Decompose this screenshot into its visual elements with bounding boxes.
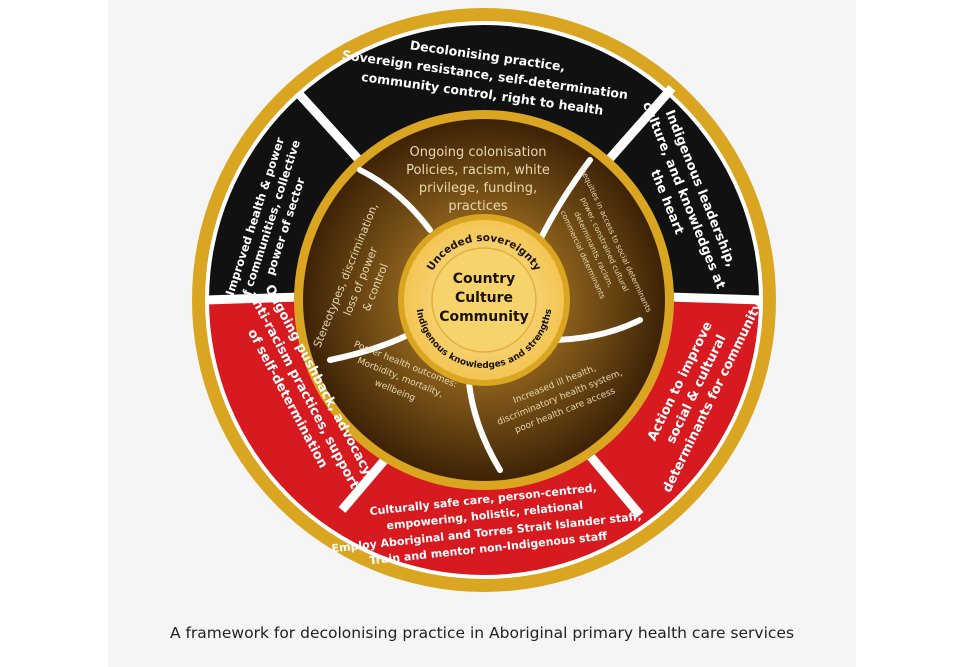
center-line-1: Country <box>453 271 516 287</box>
svg-text:practices: practices <box>448 199 508 214</box>
figure-caption: A framework for decolonising practice in… <box>169 624 795 642</box>
svg-text:privilege, funding,: privilege, funding, <box>419 181 537 196</box>
svg-text:Policies, racism, white: Policies, racism, white <box>406 163 550 178</box>
center-line-2: Culture <box>455 290 513 306</box>
svg-text:Ongoing colonisation: Ongoing colonisation <box>409 145 546 160</box>
decolonising-framework-diagram: Unceded sovereignty Indigenous knowledge… <box>192 8 776 592</box>
inner-text-top: Ongoing colonisation Policies, racism, w… <box>406 145 550 214</box>
center-line-3: Community <box>439 309 529 325</box>
center-inner-disc <box>431 247 537 353</box>
